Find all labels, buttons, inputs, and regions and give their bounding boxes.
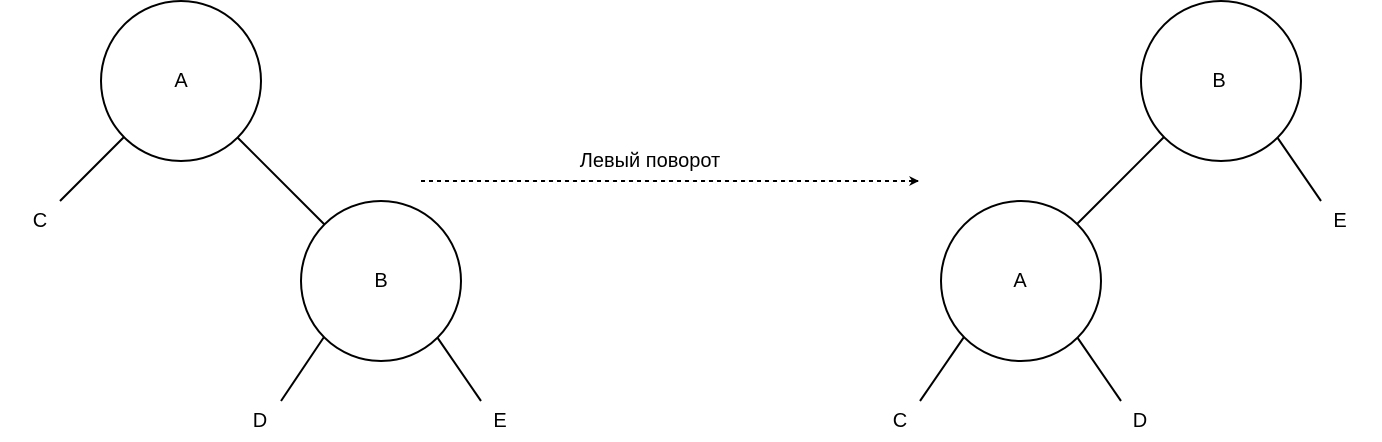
node-b — [300, 200, 462, 362]
node-a-label: A — [1013, 270, 1027, 292]
edge-b-e — [436, 336, 482, 402]
node-a — [100, 0, 262, 162]
edge-b-e — [1276, 136, 1322, 202]
leaf-e-label: E — [493, 410, 506, 432]
node-b-label: B — [374, 270, 387, 292]
leaf-d-label: D — [253, 410, 267, 432]
rotation-arrow: Левый поворот — [421, 150, 919, 186]
node-b-label: B — [1212, 70, 1225, 92]
node-a — [940, 200, 1102, 362]
edge-a-b — [236, 136, 325, 225]
edge-b-a — [1076, 136, 1165, 225]
arrow-label: Левый поворот — [580, 150, 720, 172]
leaf-c-label: C — [893, 410, 907, 432]
leaf-c-label: C — [33, 210, 47, 232]
edge-a-c — [919, 336, 965, 402]
edge-b-d — [280, 336, 325, 402]
left-tree: A B C D E — [33, 0, 507, 432]
right-tree: B A E C D — [893, 0, 1347, 432]
leaf-e-label: E — [1333, 210, 1346, 232]
node-a-label: A — [174, 70, 188, 92]
edge-a-c — [59, 136, 125, 202]
edge-a-d — [1076, 336, 1122, 402]
leaf-d-label: D — [1133, 410, 1147, 432]
node-b — [1140, 0, 1302, 162]
